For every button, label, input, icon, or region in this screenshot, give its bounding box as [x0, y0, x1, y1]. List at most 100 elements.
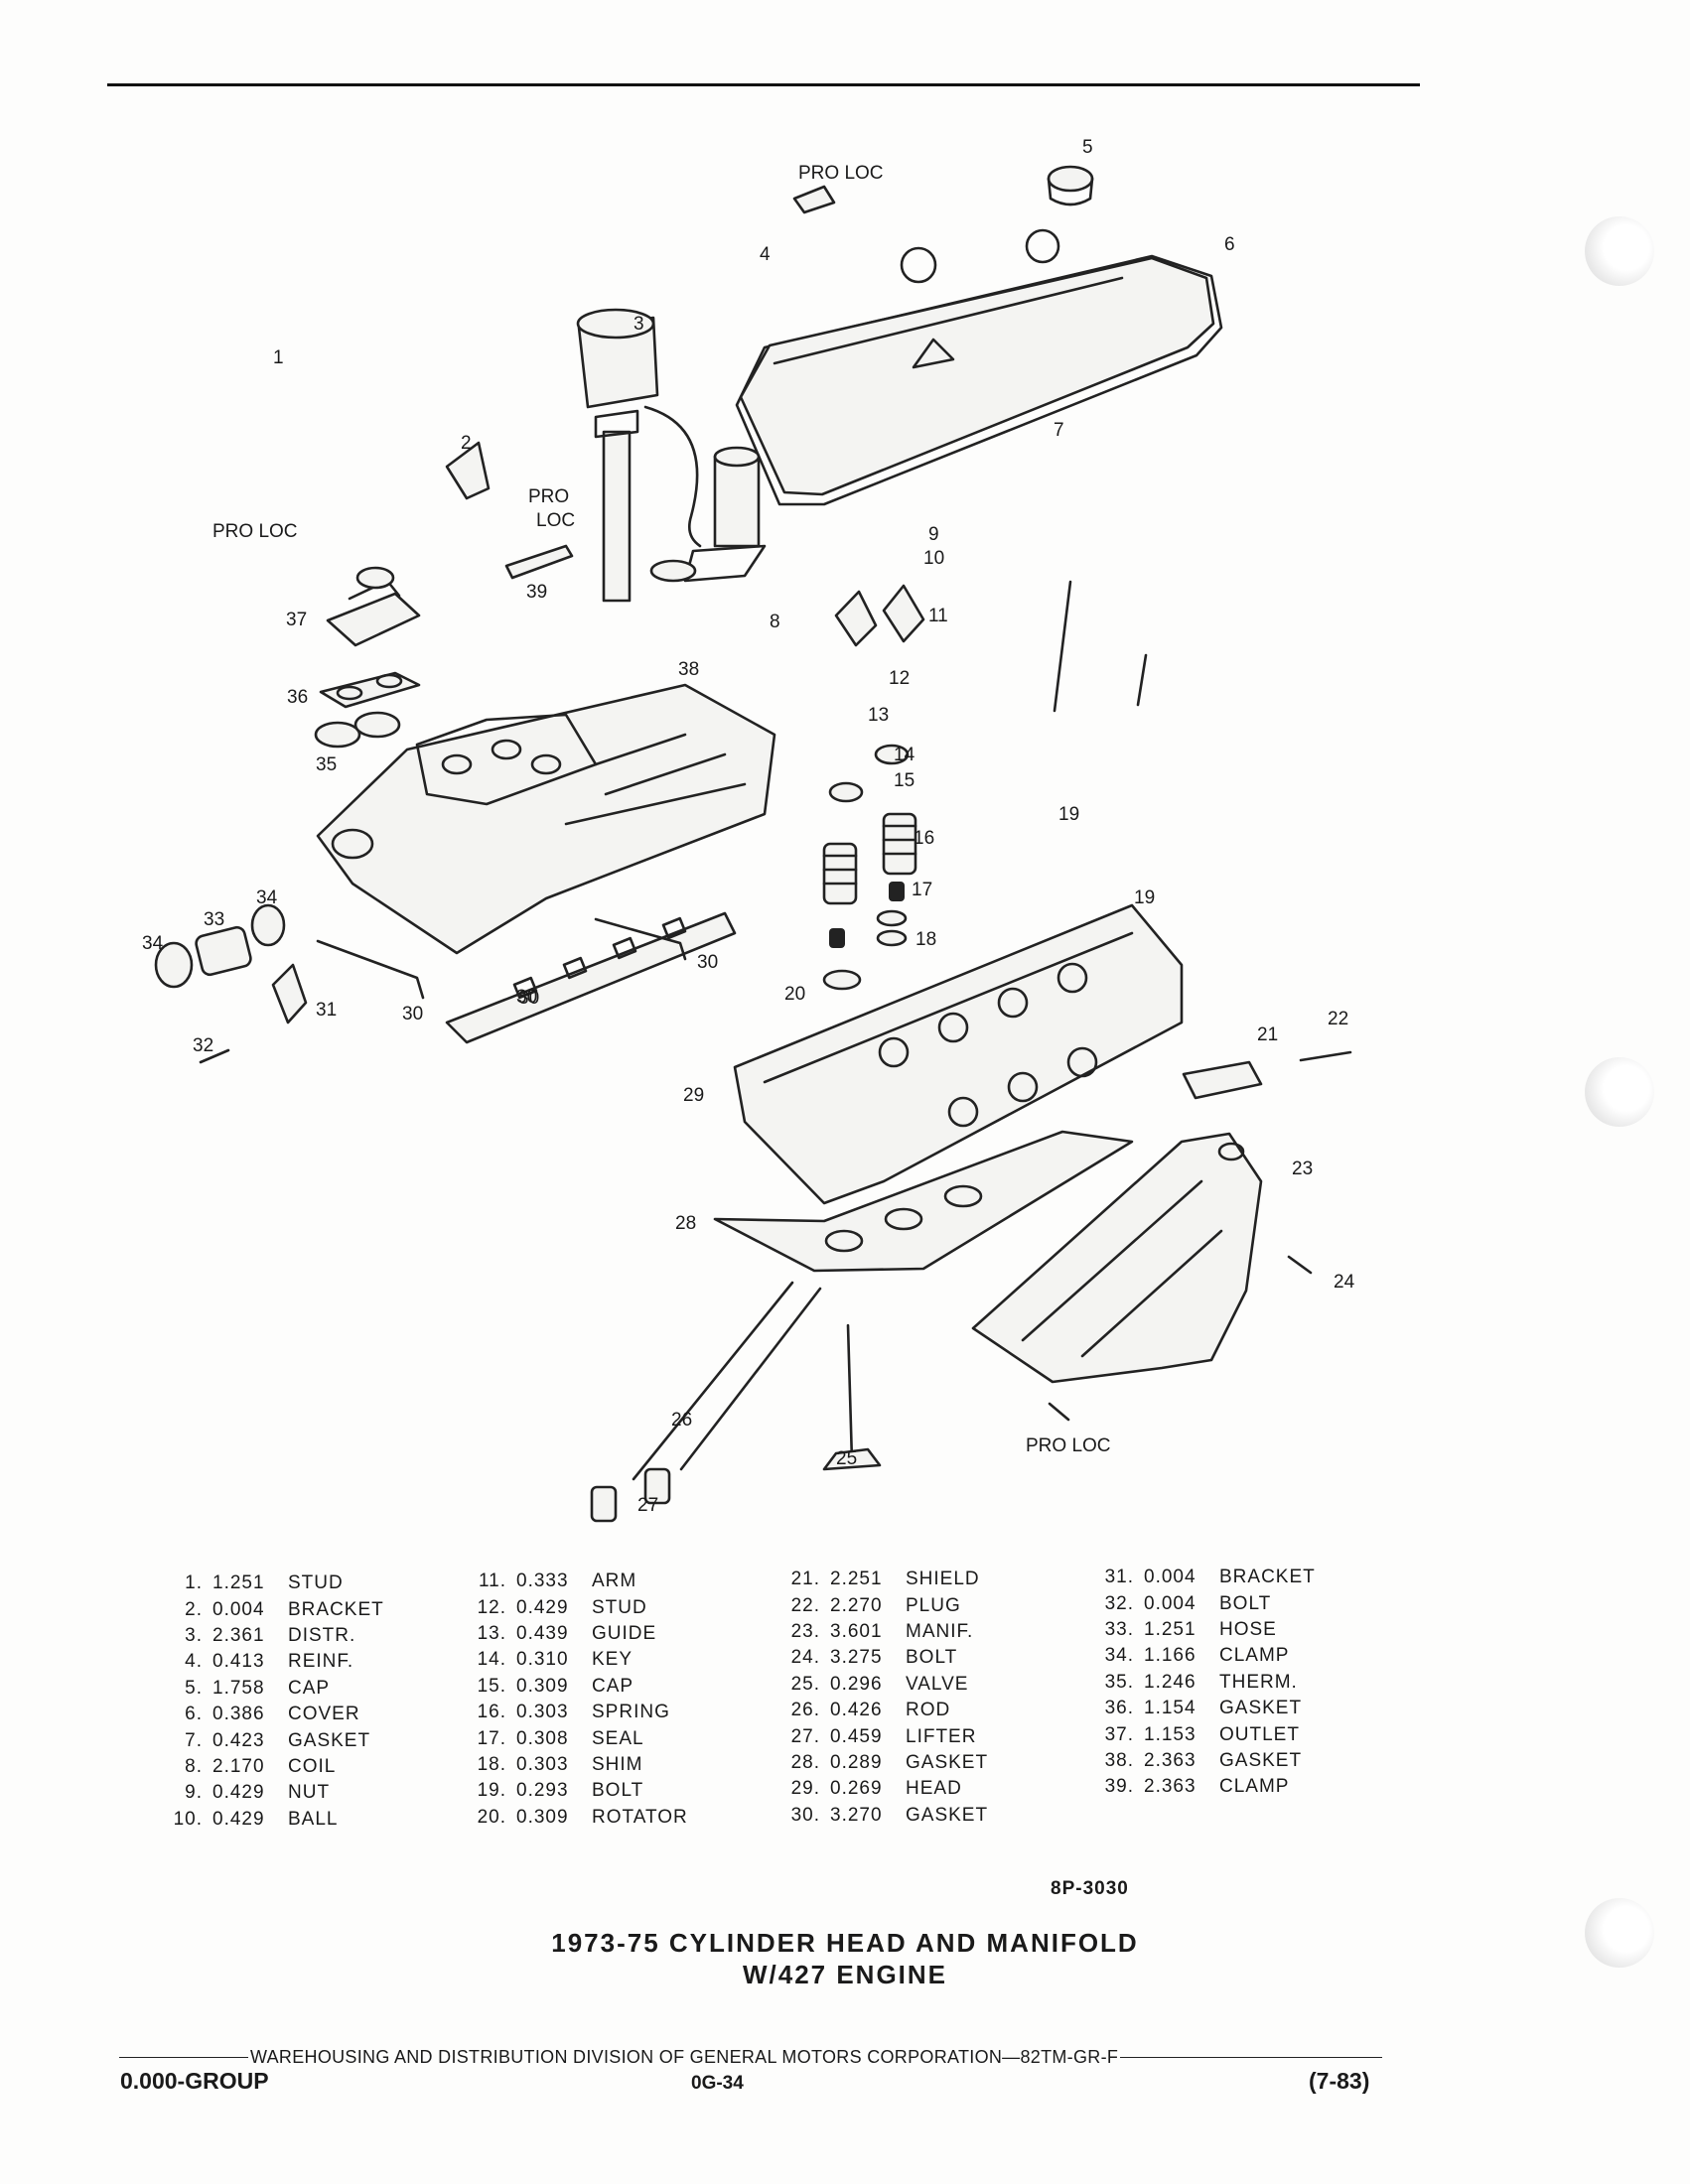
part-callouts: 1 2 3 4 5 6 7 8 9 10 11 12 13 14 15 16 1…	[142, 137, 1355, 1516]
retainer-caps	[828, 744, 910, 803]
callout-30-c: 30	[518, 988, 539, 1009]
callout-9: 9	[928, 524, 939, 545]
intake-manifold	[316, 683, 776, 955]
callout-32: 32	[193, 1035, 213, 1056]
manifold-bolt	[1287, 1255, 1313, 1275]
callout-26: 26	[671, 1410, 692, 1431]
exploded-parts-diagram: 1 2 3 4 5 6 7 8 9 10 11 12 13 14 15 16 1…	[142, 137, 1355, 1523]
pro-loc-label-top: PRO LOC	[798, 163, 884, 184]
callout-36: 36	[287, 687, 308, 708]
punch-hole-middle	[1585, 1057, 1654, 1127]
punch-hole-bottom	[1585, 1898, 1654, 1968]
head-bolt-long	[1053, 580, 1072, 713]
callout-16: 16	[914, 828, 934, 849]
rocker-arms	[834, 584, 925, 647]
callout-22: 22	[1328, 1009, 1348, 1029]
callout-35: 35	[316, 754, 337, 775]
valve-rotator	[822, 969, 862, 991]
hose-bracket	[271, 963, 308, 1024]
footer-rule-right	[1120, 2057, 1382, 2058]
bracket-bolt	[199, 1048, 230, 1064]
punch-hole-top	[1585, 216, 1654, 286]
callout-19: 19	[1058, 804, 1079, 825]
callout-1: 1	[273, 347, 284, 368]
distributor-gasket	[649, 559, 697, 583]
bypass-hose	[195, 925, 252, 977]
hose-clamp-left	[154, 941, 194, 989]
intake-gasket-long	[445, 911, 737, 1044]
callout-37: 37	[286, 610, 307, 630]
callout-34-second: 34	[142, 933, 164, 954]
callout-3: 3	[634, 314, 644, 335]
spark-plug-shield	[1182, 1060, 1263, 1100]
callout-23: 23	[1292, 1159, 1313, 1179]
pushrod-left	[632, 1281, 794, 1481]
callout-39: 39	[526, 582, 547, 603]
callout-4: 4	[760, 244, 771, 265]
valve-shims	[876, 909, 908, 947]
callout-24: 24	[1334, 1272, 1355, 1293]
exhaust-manifold	[971, 1132, 1263, 1384]
top-rule	[107, 83, 1420, 86]
lifter-left	[590, 1485, 618, 1523]
callout-29: 29	[683, 1085, 704, 1106]
pro-loc-label-bottom: PRO LOC	[1026, 1435, 1111, 1456]
callout-30-a: 30	[697, 952, 718, 973]
cylinder-head	[733, 903, 1184, 1205]
valve-seal	[889, 882, 905, 901]
cover-reinforcement	[792, 185, 836, 214]
footer-rule-left	[119, 2057, 248, 2058]
distributor	[576, 308, 702, 603]
callout-20: 20	[784, 984, 805, 1005]
callout-7: 7	[1054, 420, 1064, 441]
coil	[683, 446, 767, 583]
head-gasket	[713, 1130, 1134, 1273]
pro-loc-split-pro: PRO	[528, 486, 569, 507]
callout-14: 14	[894, 745, 915, 765]
callout-30-d: 30	[402, 1004, 423, 1024]
callout-13: 13	[868, 705, 889, 726]
footer-division-line: WAREHOUSING AND DISTRIBUTION DIVISION OF…	[119, 2047, 1382, 2068]
intake-gasket-end-left	[316, 939, 425, 1000]
callout-15: 15	[894, 770, 915, 791]
callout-10: 10	[923, 548, 944, 569]
footer-group: 0.000-GROUP	[120, 2068, 269, 2094]
valve-seal-lower	[829, 928, 845, 948]
thermostat	[314, 711, 401, 749]
callout-34: 34	[256, 887, 278, 908]
page-title-line-1: 1973-75 CYLINDER HEAD AND MANIFOLD	[551, 1928, 1139, 1958]
outlet-gasket	[319, 671, 421, 709]
hose-clamp-right	[250, 903, 286, 947]
callout-12: 12	[889, 668, 910, 689]
